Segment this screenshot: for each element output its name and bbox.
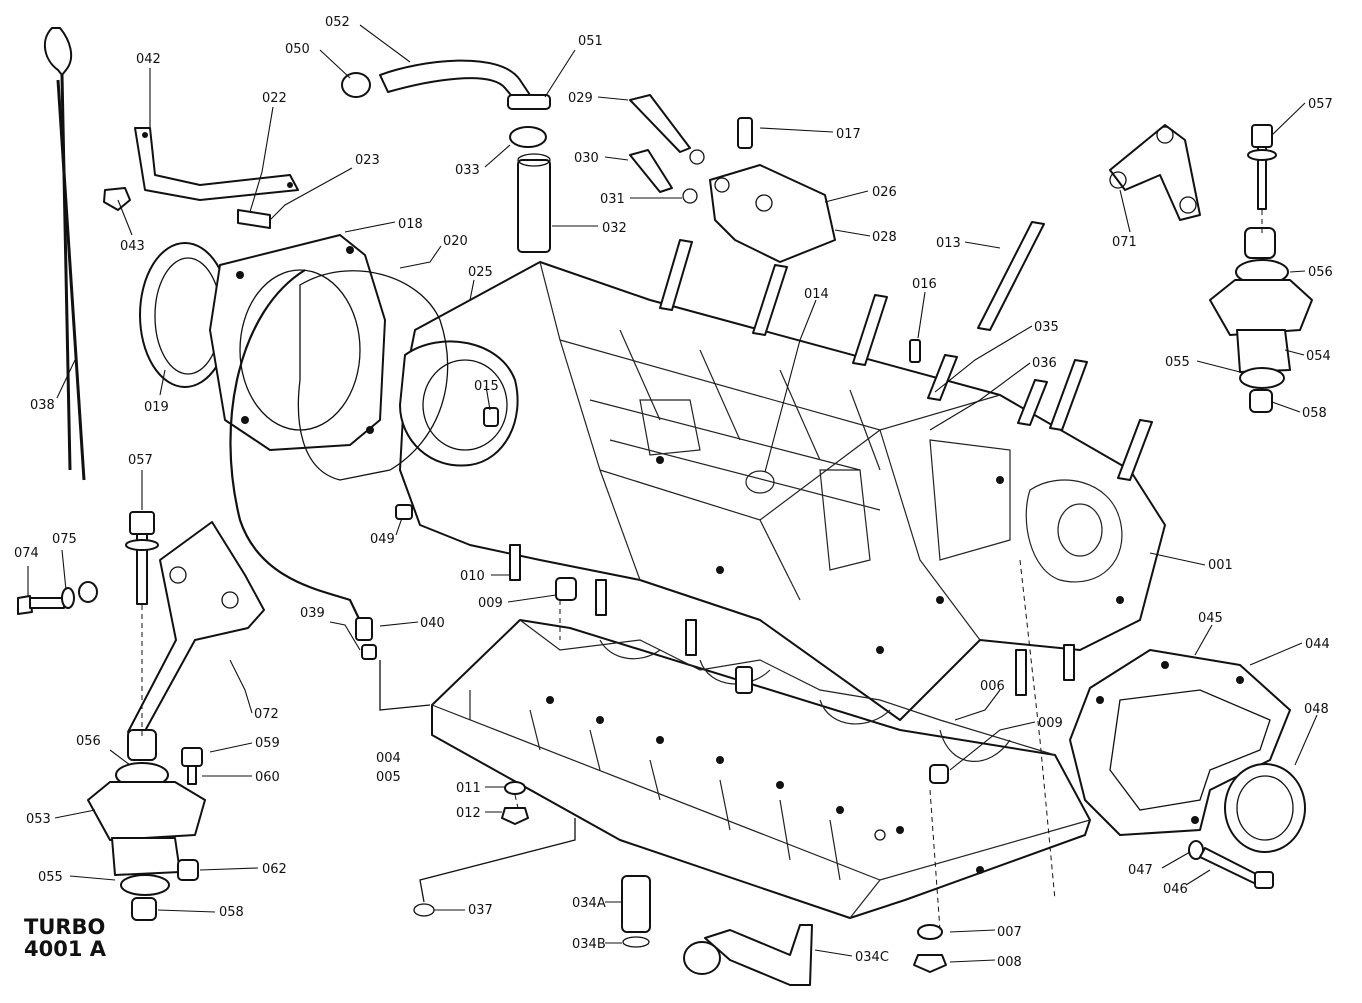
callout-058-left: 058	[219, 905, 244, 920]
callout-072: 072	[254, 707, 279, 722]
callout-001: 001	[1208, 558, 1233, 573]
callout-029: 029	[568, 91, 593, 106]
identifier-line-2: 4001 A	[24, 937, 107, 961]
callout-009-lower: 009	[1038, 716, 1063, 731]
callout-034A: 034A	[572, 896, 606, 911]
callout-016: 016	[912, 277, 937, 292]
callout-035: 035	[1034, 320, 1059, 335]
rear-cover-assembly	[139, 234, 449, 660]
callout-044: 044	[1305, 637, 1330, 652]
callout-026: 026	[872, 185, 897, 200]
callout-055-left: 055	[38, 870, 63, 885]
callout-074: 074	[14, 546, 39, 561]
callout-038: 038	[30, 398, 55, 413]
left-engine-mount	[17, 511, 265, 921]
right-engine-mount	[1109, 124, 1313, 413]
callout-048: 048	[1304, 702, 1329, 717]
stud-013	[909, 221, 1045, 363]
callout-054: 054	[1306, 349, 1331, 364]
callout-053: 053	[26, 812, 51, 827]
callout-017: 017	[836, 127, 861, 142]
callout-062: 062	[262, 862, 287, 877]
callout-023: 023	[355, 153, 380, 168]
callout-058-right: 058	[1302, 406, 1327, 421]
callout-025: 025	[468, 265, 493, 280]
callout-019: 019	[144, 400, 169, 415]
crankcase-lower	[431, 619, 1091, 919]
callout-022: 022	[262, 91, 287, 106]
callout-057-right: 057	[1308, 97, 1333, 112]
callout-060: 060	[255, 770, 280, 785]
callout-032: 032	[602, 221, 627, 236]
callout-010: 010	[460, 569, 485, 584]
dipstick	[43, 27, 86, 481]
callout-045: 045	[1198, 611, 1223, 626]
breather-hose	[341, 59, 551, 253]
callout-014: 014	[804, 287, 829, 302]
callout-043: 043	[120, 239, 145, 254]
callout-008: 008	[997, 955, 1022, 970]
callout-015: 015	[474, 379, 499, 394]
callout-030: 030	[574, 151, 599, 166]
oil-fitting-assembly	[629, 94, 836, 263]
callout-039: 039	[300, 606, 325, 621]
callout-047: 047	[1128, 863, 1153, 878]
callout-013: 013	[936, 236, 961, 251]
callout-056-left: 056	[76, 734, 101, 749]
callout-056-right: 056	[1308, 265, 1333, 280]
callout-046: 046	[1163, 882, 1188, 897]
callout-012: 012	[456, 806, 481, 821]
callout-007: 007	[997, 925, 1022, 940]
callout-040: 040	[420, 616, 445, 631]
callout-042: 042	[136, 52, 161, 67]
callout-020: 020	[443, 234, 468, 249]
callout-004: 004	[376, 751, 401, 766]
crankcase-upper	[399, 239, 1166, 721]
callout-018: 018	[398, 217, 423, 232]
loose-small-parts	[413, 577, 949, 986]
callout-049: 049	[370, 532, 395, 547]
identifier-line-1: TURBO	[24, 915, 105, 939]
callout-005: 005	[376, 770, 401, 785]
callout-057-left: 057	[128, 453, 153, 468]
callout-034C: 034C	[855, 950, 889, 965]
callout-031: 031	[600, 192, 625, 207]
callout-036: 036	[1032, 356, 1057, 371]
callout-009-upper: 009	[478, 596, 503, 611]
bracket-042	[103, 127, 299, 229]
callout-labels: 001 004 005 006 007 008 009 009 010 011 …	[14, 15, 1333, 970]
callout-059: 059	[255, 736, 280, 751]
callout-055-right: 055	[1165, 355, 1190, 370]
callout-033: 033	[455, 163, 480, 178]
callout-028: 028	[872, 230, 897, 245]
callout-011: 011	[456, 781, 481, 796]
callout-034B: 034B	[572, 937, 606, 952]
callout-075: 075	[52, 532, 77, 547]
callout-037: 037	[468, 903, 493, 918]
callout-052: 052	[325, 15, 350, 30]
callout-leaders	[27, 24, 1318, 963]
front-cover-assembly	[1069, 649, 1306, 889]
assembly-lines	[141, 210, 1263, 931]
callout-051: 051	[578, 34, 603, 49]
callout-006: 006	[980, 679, 1005, 694]
callout-050: 050	[285, 42, 310, 57]
callout-071: 071	[1112, 235, 1137, 250]
